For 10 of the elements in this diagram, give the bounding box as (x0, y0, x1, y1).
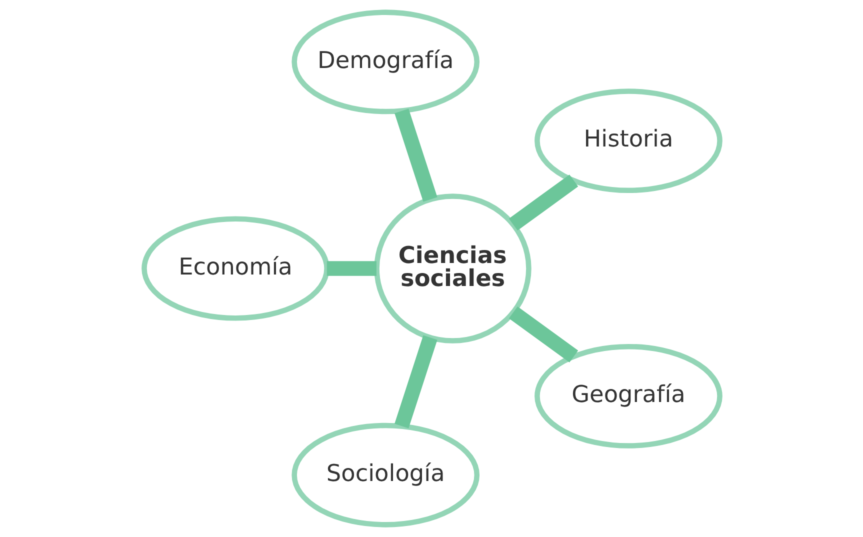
connector (394, 108, 437, 202)
node-ellipse: Historia (534, 88, 722, 194)
node-ellipse: Economía (141, 216, 329, 321)
connector (394, 335, 437, 428)
node-circle: Ciencias sociales (374, 194, 531, 344)
node-ellipse: Sociología (291, 422, 480, 528)
node-ellipse: Geografía (534, 344, 722, 448)
connector (508, 306, 578, 362)
connector (508, 174, 578, 231)
node-ellipse: Demografía (291, 10, 480, 114)
